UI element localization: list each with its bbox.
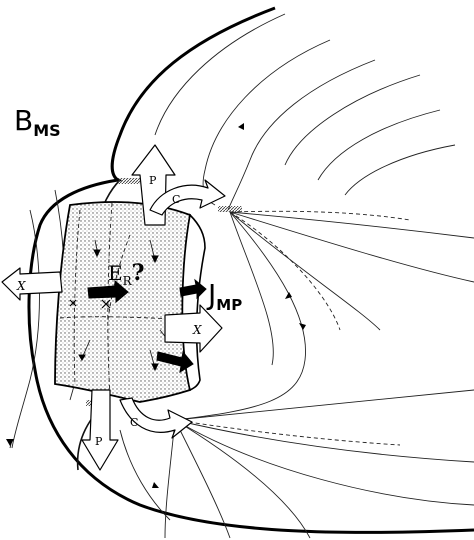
field-lines-inner [174, 210, 474, 421]
flow-arrow-bottom [81, 389, 119, 471]
field-lines-lower [119, 389, 474, 539]
label-b-ms: BMS [14, 104, 61, 140]
field-line-arrows [6, 123, 306, 488]
label-x-left: X [16, 279, 26, 293]
current-arrow-lower [156, 350, 194, 374]
flow-arrow-right [164, 304, 223, 353]
x-line-markers [69, 299, 111, 309]
convection-arrow-bottom [119, 397, 193, 439]
current-sheet-slab [54, 201, 206, 403]
label-x-right: X [192, 323, 202, 337]
neutral-point-top-right [218, 206, 242, 212]
label-p-top: P [149, 174, 157, 187]
label-c-bottom: C [130, 416, 138, 429]
label-p-bottom: P [95, 435, 103, 448]
current-arrow-upper [179, 278, 207, 300]
convection-arrow-top [149, 179, 226, 216]
flow-arrow-left [1, 267, 63, 301]
neutral-point-top-left [118, 178, 140, 184]
electric-field-arrow [87, 279, 129, 304]
label-j-mp: JMP [206, 278, 242, 314]
label-e-r: ER? [108, 260, 145, 288]
label-c-top: C [172, 193, 180, 206]
